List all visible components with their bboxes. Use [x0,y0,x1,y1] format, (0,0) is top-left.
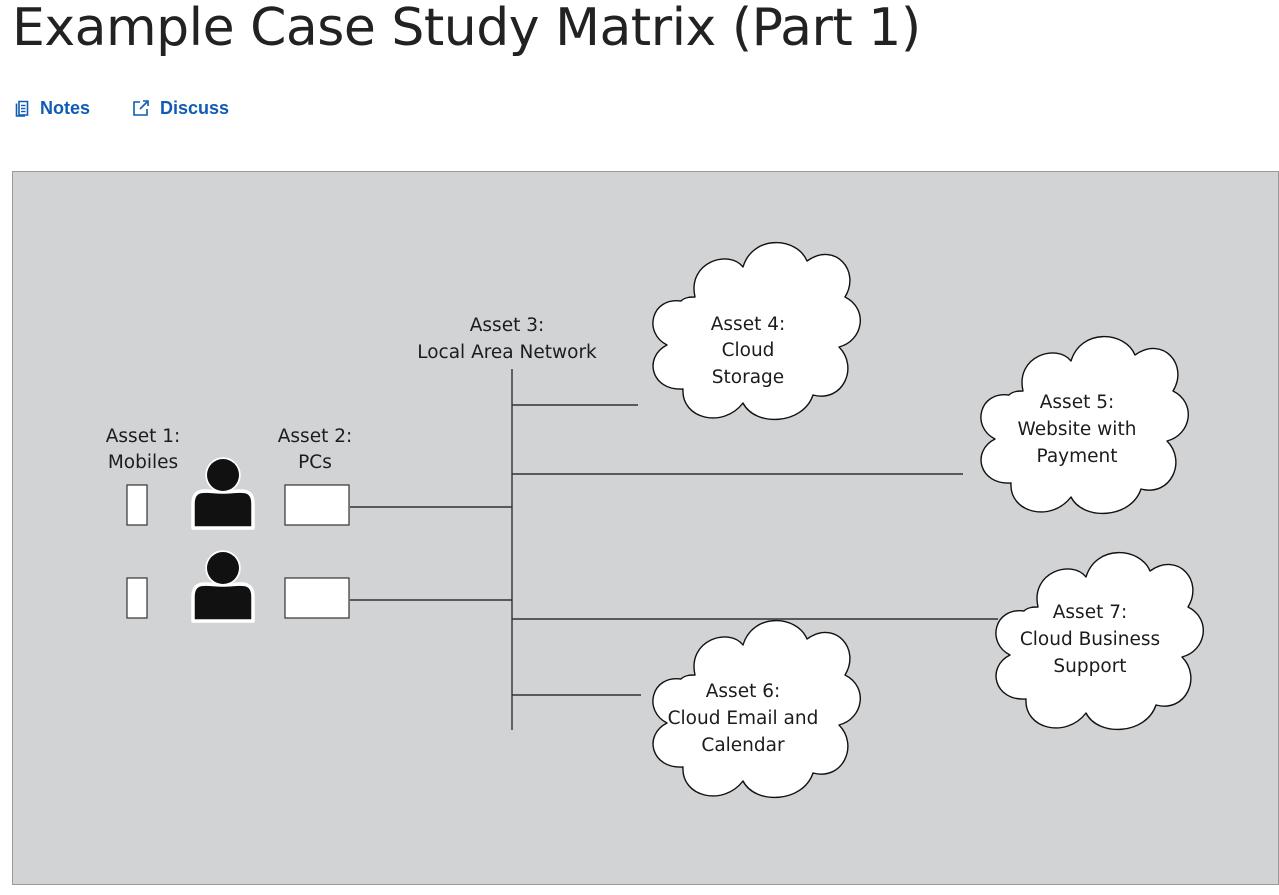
asset-6-name-1: Cloud Email and [668,708,819,729]
asset-5-label: Asset 5: [1040,392,1114,413]
network-diagram: Asset 1: Mobiles Asset 2: PCs Asset 3: L… [12,171,1279,885]
asset-2-name: PCs [298,452,332,473]
user-icon-2 [191,550,255,623]
asset-2-label: Asset 2: [278,426,352,447]
diagram-canvas: Asset 1: Mobiles Asset 2: PCs Asset 3: L… [106,241,1204,799]
notes-label: Notes [40,97,91,118]
asset-6-label: Asset 6: [706,681,780,702]
discuss-label: Discuss [160,97,230,118]
asset-5-name-1: Website with [1018,419,1137,440]
asset-3-name: Local Area Network [417,342,597,363]
pc-device-1 [284,484,350,526]
mobile-device-2 [126,577,148,619]
asset-4-name-1: Cloud [722,340,775,361]
asset-3-label: Asset 3: [470,315,544,336]
page-title: Example Case Study Matrix (Part 1) [12,0,921,58]
connector-lines [350,369,998,730]
discuss-link[interactable]: Discuss [132,98,229,119]
asset-6-name-2: Calendar [701,735,785,756]
asset-1-label: Asset 1: [106,426,180,447]
mobile-device-1 [126,484,148,526]
asset-7-name-2: Support [1053,656,1126,677]
asset-5-name-2: Payment [1037,446,1118,467]
action-bar: Notes Discuss [14,96,229,120]
asset-4-label: Asset 4: [711,314,785,335]
asset-7-name-1: Cloud Business [1020,629,1160,650]
pc-device-2 [284,577,350,619]
external-link-icon [132,99,150,117]
user-icon-1 [191,457,255,530]
asset-1-name: Mobiles [108,452,178,473]
notes-link[interactable]: Notes [14,98,90,119]
document-icon [14,99,30,117]
asset-4-name-2: Storage [712,367,784,388]
asset-7-label: Asset 7: [1053,602,1127,623]
